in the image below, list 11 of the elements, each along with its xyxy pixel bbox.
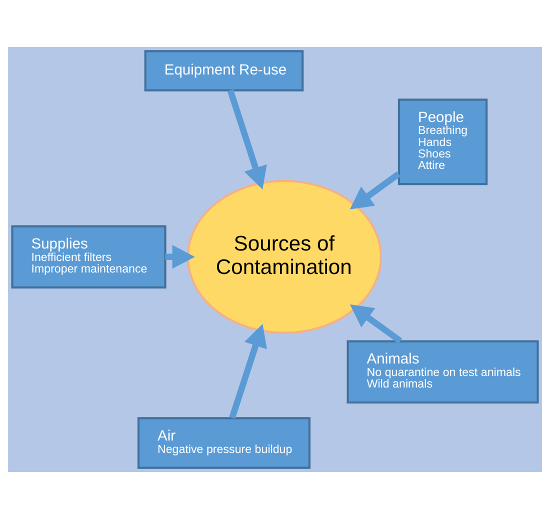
node-box: Air Negative pressure buildup (137, 417, 310, 469)
node-box: People Breathing Hands Shoes Attire (398, 98, 488, 186)
node-box: Equipment Re-use (144, 50, 304, 92)
arrow (165, 244, 195, 269)
node-box: Supplies Inefficient filters Improper maintenance (11, 225, 166, 289)
arrow (227, 89, 267, 190)
node-box: Animals No quarantine on test animals Wild animals (346, 340, 539, 404)
arrow (350, 171, 401, 210)
node-ellipse: Sources of Contamination (186, 180, 382, 334)
arrow (229, 324, 267, 419)
arrow (350, 304, 402, 344)
